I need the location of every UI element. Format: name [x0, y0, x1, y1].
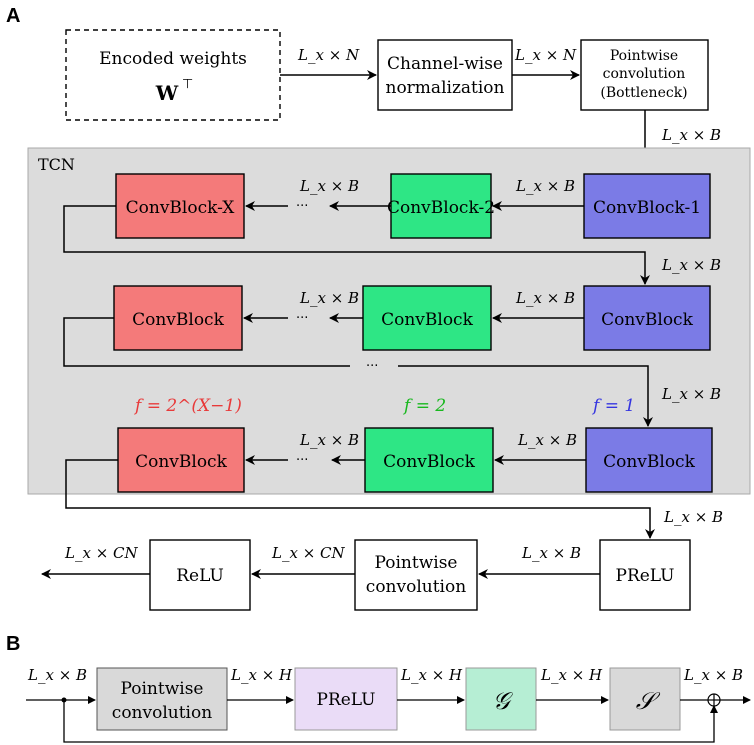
convblock-row3-2 [364, 427, 494, 493]
dim-tcn-out: L_x × B [663, 508, 723, 526]
dilation-label-x: f = 2^(X−1) [133, 396, 242, 416]
convblock-1 [583, 173, 711, 239]
ellipsis-row1: ··· [296, 199, 308, 214]
b-dim-in: L_x × B [27, 666, 87, 684]
ellipsis-row3: ··· [296, 453, 308, 468]
channel-norm-line1: Channel-wise [387, 54, 503, 74]
dim-row3-a: L_x × B [517, 431, 577, 449]
convblock-row3-2-label: ConvBlock [383, 452, 475, 472]
b-pointwise-box [96, 667, 228, 731]
connector-row2-left [63, 317, 350, 367]
b-dim-3: L_x × H [540, 666, 603, 684]
convblock-row3-1-label: ConvBlock [603, 452, 695, 472]
convblock-row3-1 [585, 427, 713, 493]
convblock-2-label: ConvBlock-2 [387, 198, 495, 218]
dim-row2-c: L_x × B [299, 289, 359, 307]
dim-row3-c: L_x × B [299, 431, 359, 449]
prelu-label: PReLU [616, 566, 675, 586]
convblock-row2-1-label: ConvBlock [601, 310, 693, 330]
connector-row2-to-row3 [398, 365, 653, 427]
b-sum-node [707, 693, 721, 707]
relu-box [149, 539, 251, 611]
dim-label-lxb-top: L_x × B [661, 126, 721, 144]
bottleneck-line3: (Bottleneck) [600, 85, 687, 101]
transpose-symbol: ⊤ [182, 77, 193, 92]
dim-row1-c: L_x × B [299, 177, 359, 195]
connector-row1-to-row2 [63, 205, 650, 285]
convblock-row3-x-label: ConvBlock [135, 452, 227, 472]
panel-a-label: A [6, 5, 20, 27]
convblock-x [115, 173, 245, 239]
convblock-row2-1 [583, 285, 711, 351]
convblock-row2-x-label: ConvBlock [132, 310, 224, 330]
dim-prelu-out: L_x × B [521, 544, 581, 562]
encoded-weights-box: Encoded weights W ⊤ [65, 29, 281, 121]
tcn-label: TCN [38, 155, 75, 174]
b-residual-path [63, 700, 718, 743]
encoded-weights-label: Encoded weights [99, 49, 247, 69]
b-prelu-label: PReLU [317, 690, 376, 710]
b-pointwise-line1: Pointwise [121, 679, 204, 699]
bottleneck-line2: convolution [603, 66, 686, 82]
ellipsis-middle: ··· [366, 359, 378, 374]
b-dim-out: L_x × B [683, 666, 743, 684]
dilation-label-2: f = 2 [402, 396, 446, 416]
dim-row2-a: L_x × B [515, 289, 575, 307]
dim-pointwise-out: L_x × CN [271, 544, 346, 562]
weights-symbol: W [155, 81, 179, 105]
convblock-row2-2 [362, 285, 492, 351]
pointwise-bottleneck-box: Pointwise convolution (Bottleneck) [580, 39, 709, 111]
dim-relu-out: L_x × CN [64, 544, 139, 562]
convblock-row3-x [117, 427, 245, 493]
channel-norm-box: Channel-wise normalization [377, 39, 513, 111]
b-g-label: 𝒢 [492, 687, 513, 715]
prelu-box [599, 539, 691, 611]
b-s-box [609, 667, 681, 731]
convblock-row2-2-label: ConvBlock [381, 310, 473, 330]
dim-label-lxn-1: L_x × N [297, 46, 360, 64]
convblock-x-label: ConvBlock-X [126, 198, 236, 218]
panel-b-label: B [6, 633, 20, 655]
dim-row1-a: L_x × B [515, 177, 575, 195]
pointwise-conv-line2: convolution [366, 577, 466, 597]
dim-label-lxn-2: L_x × N [514, 46, 577, 64]
dim-row1-to-row2: L_x × B [661, 256, 721, 274]
channel-norm-line2: normalization [386, 78, 505, 98]
convblock-row2-x [113, 285, 243, 351]
b-pointwise-line2: convolution [112, 703, 212, 723]
convblock-1-label: ConvBlock-1 [593, 198, 701, 218]
dim-row2-to-row3: L_x × B [661, 385, 721, 403]
ellipsis-row2: ··· [296, 311, 308, 326]
connector-tcn-to-prelu [65, 459, 655, 539]
b-prelu-box [294, 667, 398, 731]
relu-label: ReLU [176, 566, 224, 586]
b-dim-2: L_x × H [400, 666, 463, 684]
dilation-label-1: f = 1 [591, 396, 635, 416]
pointwise-conv-line1: Pointwise [375, 553, 458, 573]
b-g-box [465, 667, 537, 731]
bottleneck-line1: Pointwise [610, 48, 678, 64]
b-dim-1: L_x × H [230, 666, 293, 684]
pointwise-conv-box [354, 539, 478, 611]
